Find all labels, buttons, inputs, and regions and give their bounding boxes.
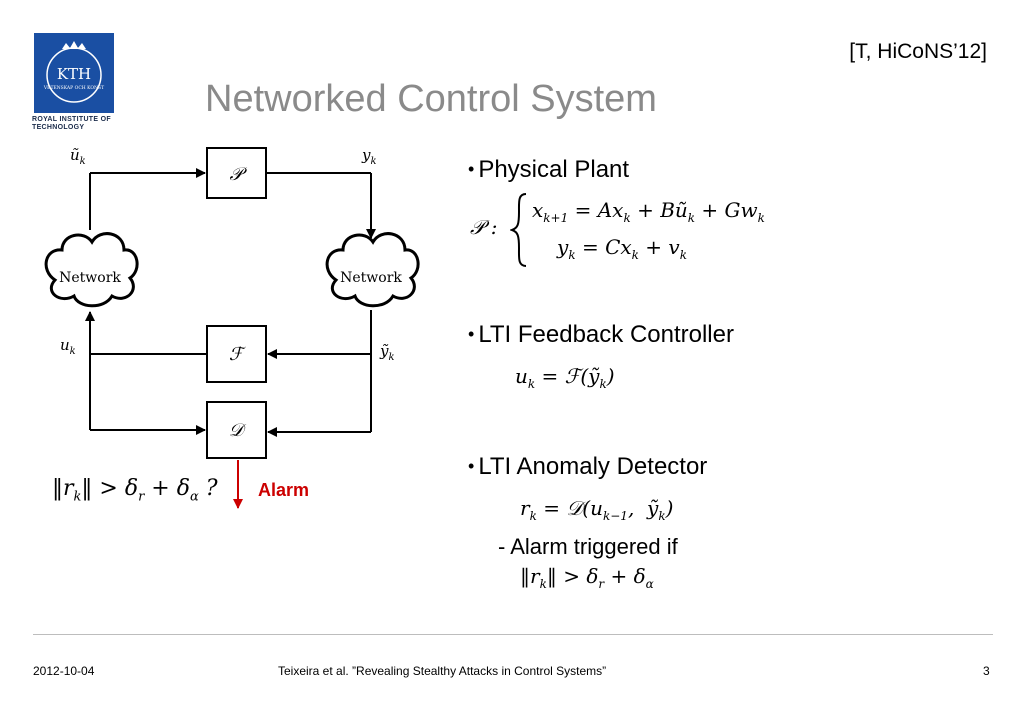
footer-page-number: 3 bbox=[983, 664, 990, 678]
alarm-triggered-text: - Alarm triggered if bbox=[498, 534, 678, 559]
detector-label: 𝒟 bbox=[229, 420, 247, 441]
network-right-cloud bbox=[325, 232, 420, 308]
label-u: uk bbox=[60, 336, 76, 357]
network-left-cloud bbox=[44, 232, 139, 308]
label-u-tilde: ũk bbox=[70, 146, 86, 167]
footer-date: 2012-10-04 bbox=[33, 664, 95, 678]
controller-block bbox=[206, 325, 267, 383]
logo-text: KTH bbox=[57, 65, 91, 83]
brace-icon bbox=[510, 193, 527, 267]
label-y-tilde: ỹk bbox=[379, 342, 395, 363]
bullet-feedback-controller: •LTI Feedback Controller bbox=[468, 321, 734, 348]
plant-eq-line1: xk+1 = Axk + Bũk + Gwk bbox=[532, 198, 765, 225]
plant-eq-line2: yk = Cxk + vk bbox=[557, 235, 687, 262]
label-y: yk bbox=[361, 146, 377, 167]
block-diagram: 𝒫 ℱ 𝒟 Network Network ũk yk uk ỹk bbox=[44, 146, 420, 509]
bullet-1-text: Physical Plant bbox=[478, 156, 630, 183]
page-title: Networked Control System bbox=[205, 78, 657, 120]
kth-crest-icon: KTH VETENSKAP OCH KONST bbox=[34, 33, 114, 113]
alarm-condition: ‖rk‖ > δr + δα ? bbox=[52, 476, 218, 505]
controller-equation: uk = ℱ(ỹk) bbox=[515, 364, 615, 391]
network-right-label: Network bbox=[340, 270, 402, 286]
footer-citation: Teixeira et al. ”Revealing Stealthy Atta… bbox=[278, 664, 607, 678]
controller-label: ℱ bbox=[229, 344, 246, 365]
detector-equation: rk = 𝒟(uk−1, ỹk) bbox=[520, 496, 674, 523]
bullet-physical-plant: •Physical Plant bbox=[468, 156, 630, 183]
logo-subtext: VETENSKAP OCH KONST bbox=[43, 85, 104, 91]
network-left-label: Network bbox=[59, 270, 121, 286]
condition-equation: ‖rk‖ > δr + δα bbox=[520, 564, 654, 591]
plant-prefix: 𝒫 : bbox=[470, 215, 498, 239]
footer-divider bbox=[33, 634, 993, 635]
detector-block bbox=[206, 401, 267, 459]
bullet-2-text: LTI Feedback Controller bbox=[478, 321, 734, 348]
bullet-anomaly-detector: •LTI Anomaly Detector bbox=[468, 453, 708, 480]
bullet-3-text: LTI Anomaly Detector bbox=[478, 453, 708, 480]
kth-logo: KTH VETENSKAP OCH KONST bbox=[34, 33, 114, 113]
reference: [T, HiCoNS’12] bbox=[849, 40, 987, 63]
institution-name: ROYAL INSTITUTE OF TECHNOLOGY bbox=[32, 116, 111, 131]
alarm-label: Alarm bbox=[258, 480, 310, 500]
